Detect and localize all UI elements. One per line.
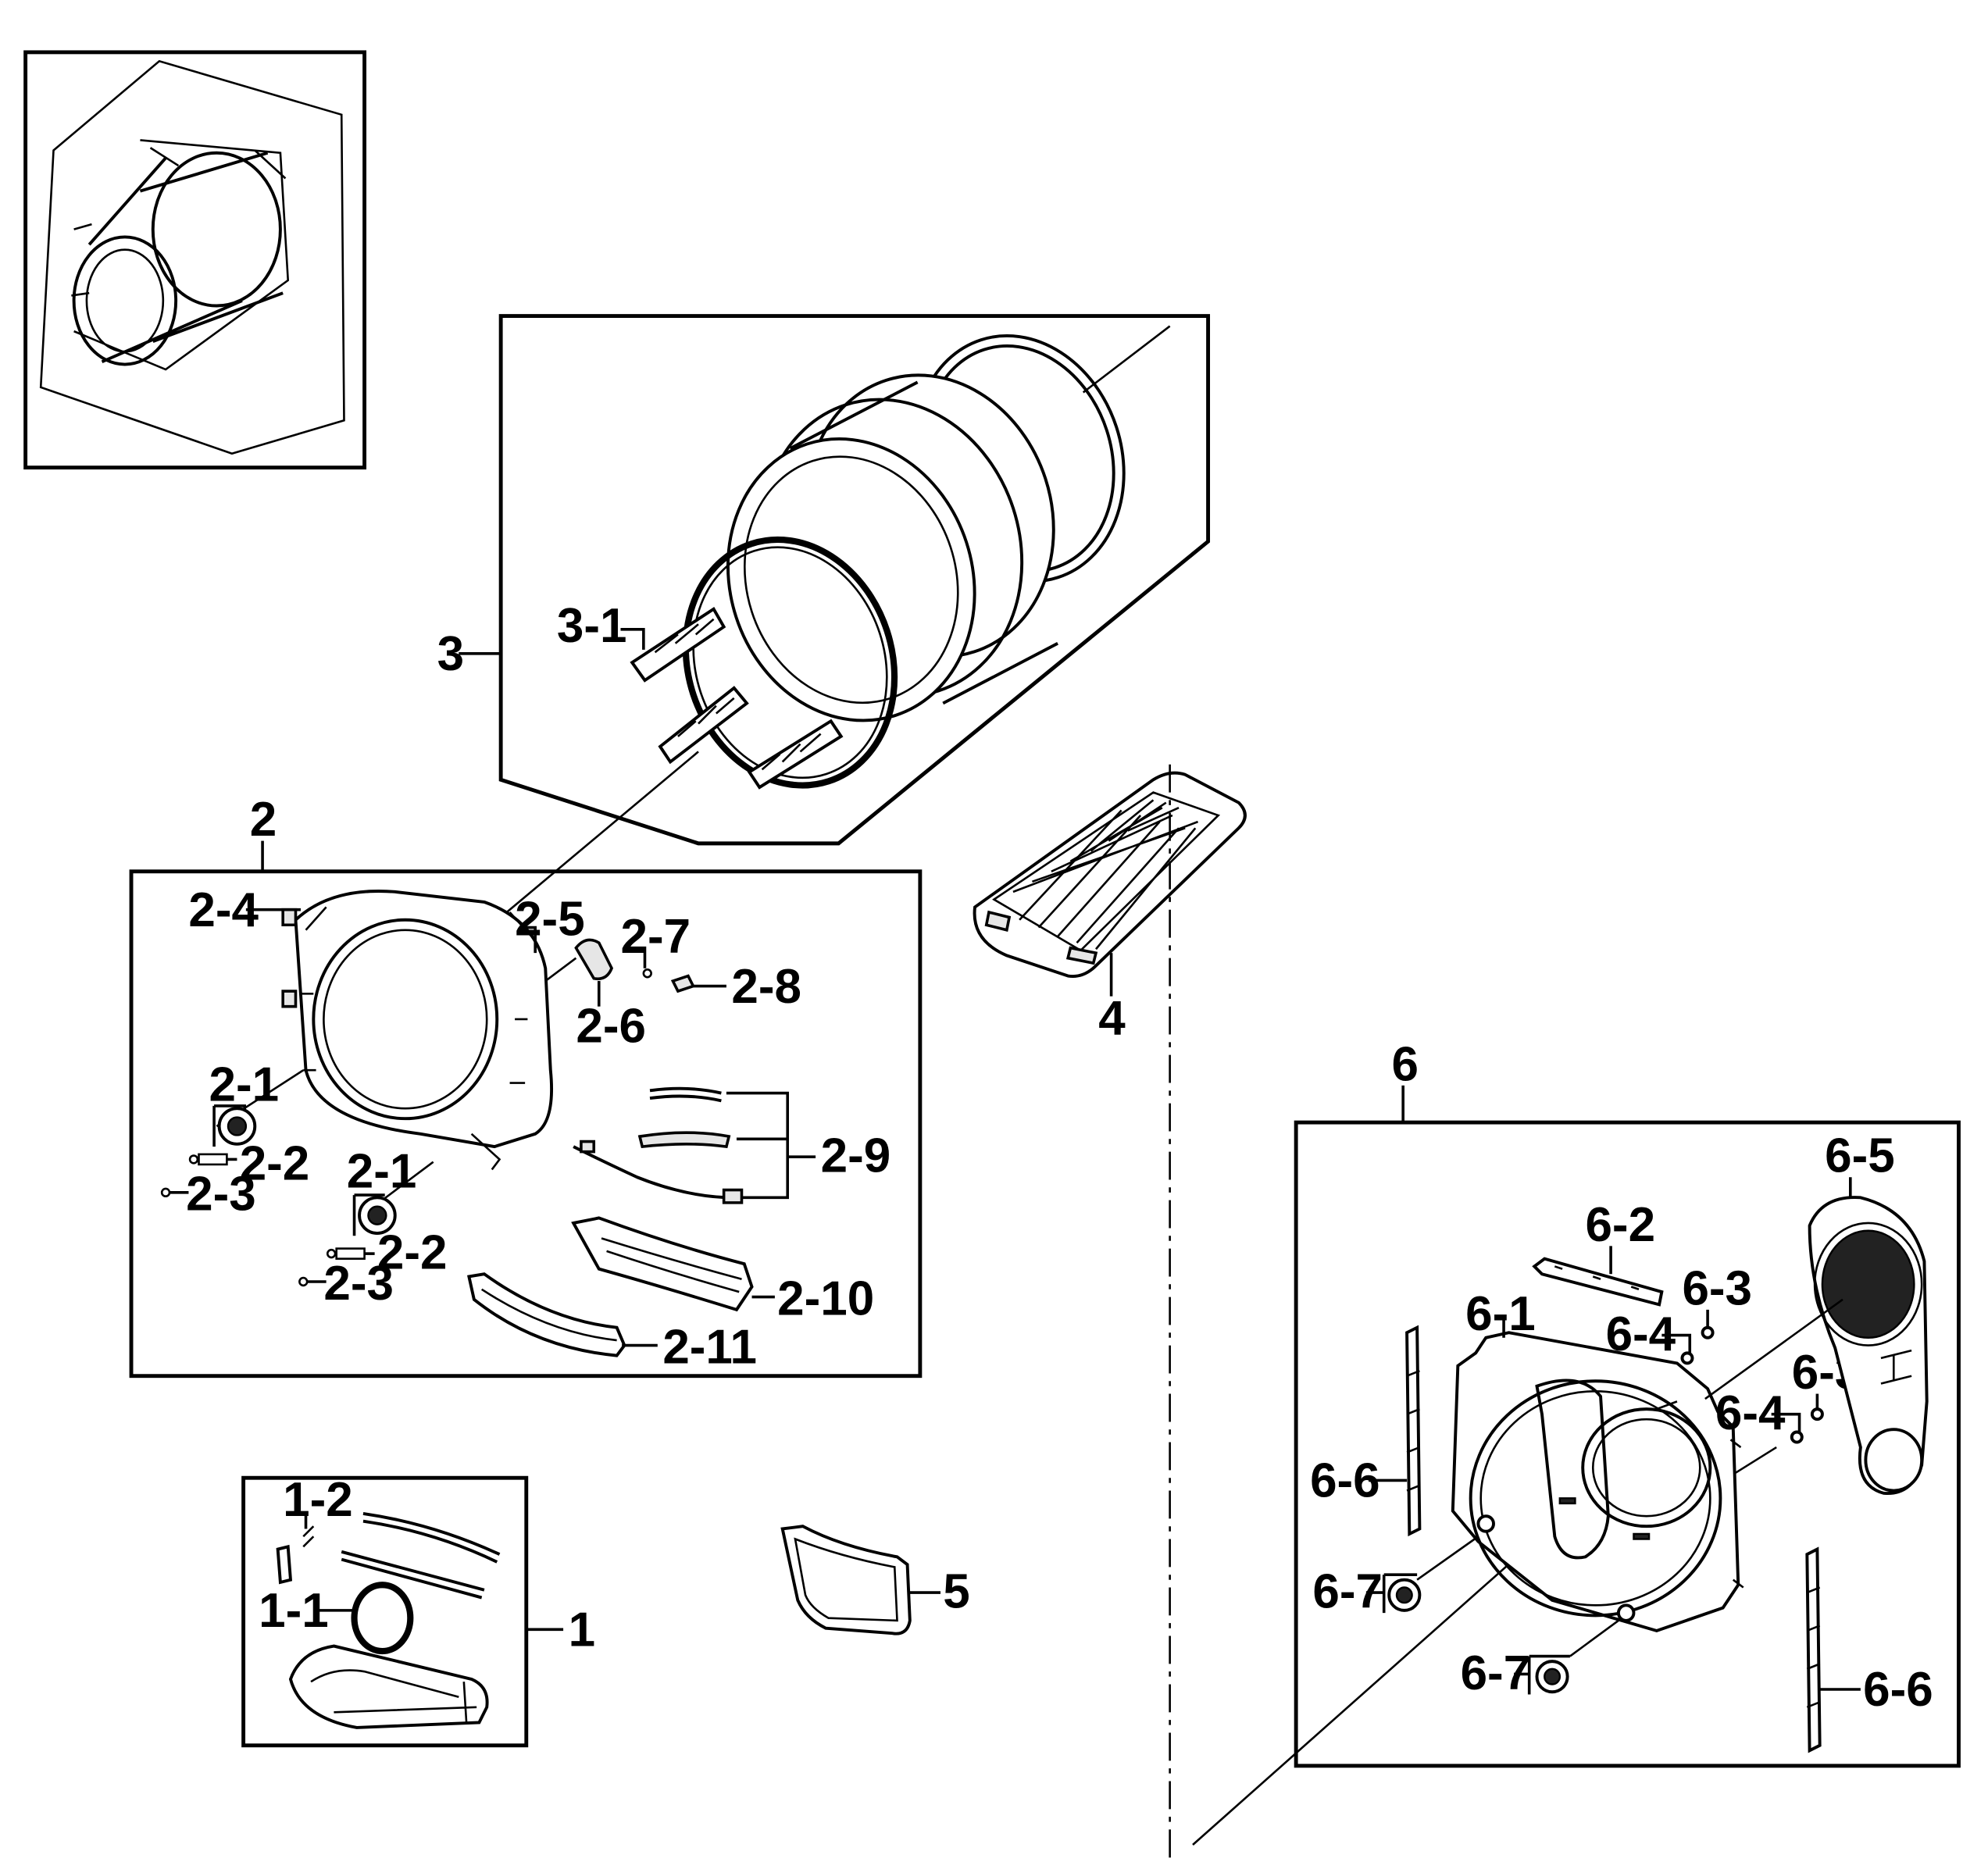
lint-filter-part: 4 [973, 771, 1247, 1046]
callout-1-2: 1-2 [283, 1473, 353, 1527]
duct-group: 1 1-2 1-1 [241, 1473, 595, 1748]
callout-2-7: 2-7 [620, 910, 691, 964]
callout-2-1-lower: 2-1 [347, 1144, 417, 1198]
callout-2-8: 2-8 [731, 960, 801, 1014]
callout-6-6-left: 6-6 [1310, 1454, 1380, 1508]
callout-6-4-upper: 6-4 [1606, 1307, 1676, 1361]
callout-6-2: 6-2 [1585, 1198, 1655, 1252]
callout-2-10: 2-10 [777, 1272, 874, 1325]
callout-2-5: 2-5 [515, 892, 585, 946]
callout-2-11: 2-11 [662, 1320, 757, 1374]
callout-4: 4 [1098, 992, 1126, 1046]
callout-6-7-upper: 6-7 [1312, 1565, 1383, 1619]
callout-2-6: 2-6 [576, 999, 646, 1053]
callout-2-3-upper: 2-3 [186, 1168, 256, 1222]
overview-thumbnail [23, 50, 367, 470]
callout-2-4: 2-4 [188, 883, 259, 937]
callout-6-7-lower: 6-7 [1461, 1646, 1531, 1700]
callout-3-1: 3-1 [557, 599, 627, 653]
callout-5: 5 [943, 1565, 969, 1619]
rear-frame-group: 6 6-1 6-2 6-3 6-4 6-3 6-4 [1294, 1037, 1961, 1768]
callout-1-1: 1-1 [259, 1584, 329, 1638]
callout-2-9: 2-9 [821, 1129, 891, 1183]
door-gasket-part: 5 [780, 1525, 970, 1635]
callout-6-4-lower: 6-4 [1715, 1386, 1786, 1440]
lifter [630, 606, 726, 683]
callout-6: 6 [1392, 1037, 1419, 1091]
callout-2: 2 [250, 793, 277, 847]
drum-assembly-group: 3 3-1 [437, 314, 1211, 937]
callout-2-3-lower: 2-3 [323, 1257, 394, 1311]
callout-1: 1 [569, 1603, 595, 1657]
callout-6-1: 6-1 [1465, 1287, 1536, 1341]
callout-3: 3 [437, 627, 464, 681]
callout-2-2-upper: 2-2 [240, 1137, 310, 1191]
callout-6-3-upper: 6-3 [1682, 1261, 1752, 1315]
callout-6-5: 6-5 [1825, 1129, 1895, 1183]
callout-2-2-lower: 2-2 [377, 1226, 448, 1280]
callout-6-6-right: 6-6 [1863, 1663, 1933, 1717]
front-frame-group: 2 2-4 2-5 2-6 2-7 2-8 [129, 793, 923, 1379]
callout-2-1-upper: 2-1 [209, 1058, 280, 1111]
